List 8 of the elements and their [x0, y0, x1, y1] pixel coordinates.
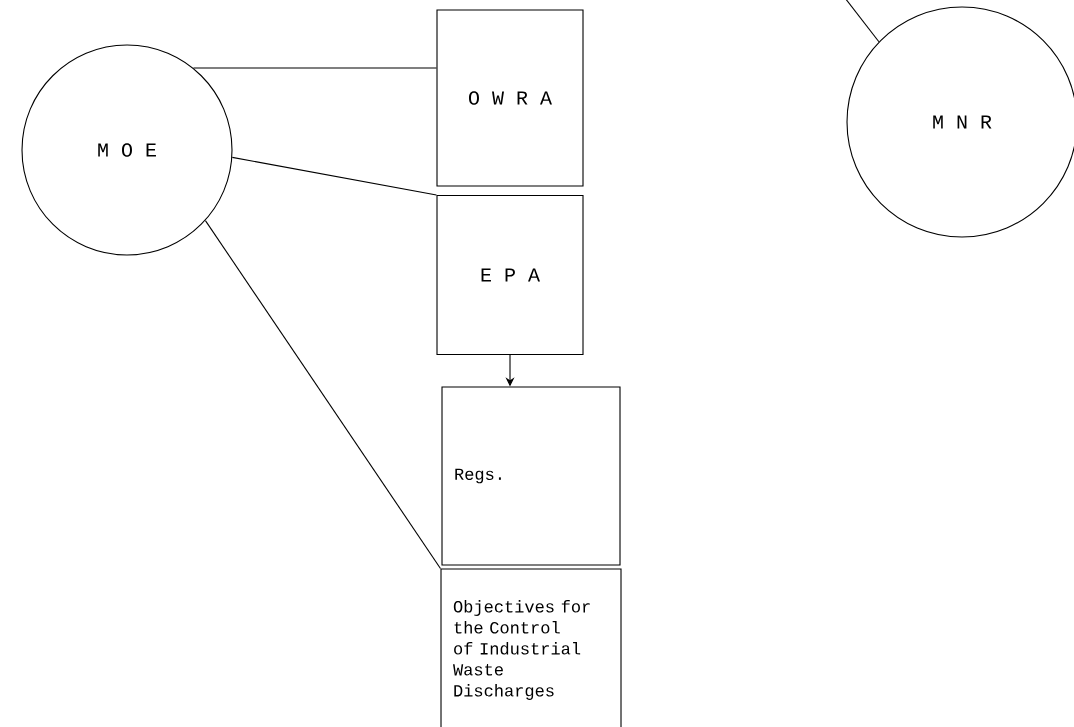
document-box: E P A	[436, 194, 584, 356]
connector-line	[231, 156, 437, 196]
document-box: Regs.	[441, 386, 621, 566]
document-box: Objectives for the Control of Industrial Waste Discharges	[440, 568, 622, 727]
connector-line	[204, 220, 441, 569]
document-box: O W R A	[436, 9, 584, 187]
connector-line	[192, 67, 437, 69]
connector-line	[844, 0, 880, 43]
